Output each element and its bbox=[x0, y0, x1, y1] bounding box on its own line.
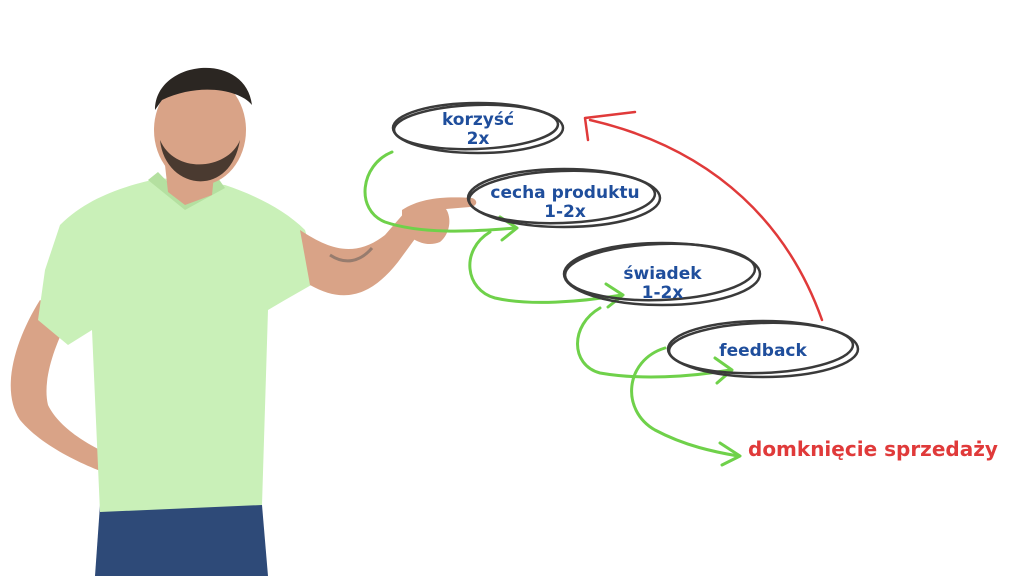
flow-arrow-head-3 bbox=[713, 356, 734, 385]
node-witness-repeat: 1-2x bbox=[641, 283, 684, 303]
flow-arrow-witness-to-feedback bbox=[576, 306, 732, 379]
node-benefit-repeat: 2x bbox=[466, 129, 490, 149]
flow-arrow-feature-to-witness bbox=[468, 230, 624, 304]
node-ellipse-benefit bbox=[391, 101, 565, 155]
node-witness: świadek 1-2x bbox=[600, 265, 725, 303]
flow-arrow-feedback-to-closing bbox=[630, 346, 740, 458]
node-ellipse-feature bbox=[466, 167, 662, 229]
return-arrow bbox=[583, 110, 824, 322]
flow-arrow-head-4 bbox=[718, 441, 742, 467]
flow-arrow-head-2 bbox=[604, 282, 625, 309]
flow-arrow-benefit-to-feature bbox=[363, 150, 517, 233]
node-witness-label: świadek bbox=[623, 264, 702, 284]
node-ellipses bbox=[391, 101, 860, 379]
node-feedback-label: feedback bbox=[719, 341, 807, 361]
node-benefit-label: korzyść bbox=[441, 110, 515, 130]
presenter-pointing-icon bbox=[10, 67, 477, 576]
closing-label: domknięcie sprzedaży bbox=[748, 437, 998, 461]
node-feature: cecha produktu 1-2x bbox=[470, 184, 660, 222]
node-feedback: feedback bbox=[703, 342, 823, 361]
node-ellipse-witness bbox=[562, 241, 762, 307]
node-feature-label: cecha produktu bbox=[490, 183, 640, 203]
return-arrow-head bbox=[583, 110, 637, 142]
flow-arrows bbox=[363, 150, 742, 467]
node-feature-repeat: 1-2x bbox=[544, 202, 586, 222]
node-benefit: korzyść 2x bbox=[418, 111, 538, 149]
node-ellipse-feedback bbox=[666, 319, 860, 379]
